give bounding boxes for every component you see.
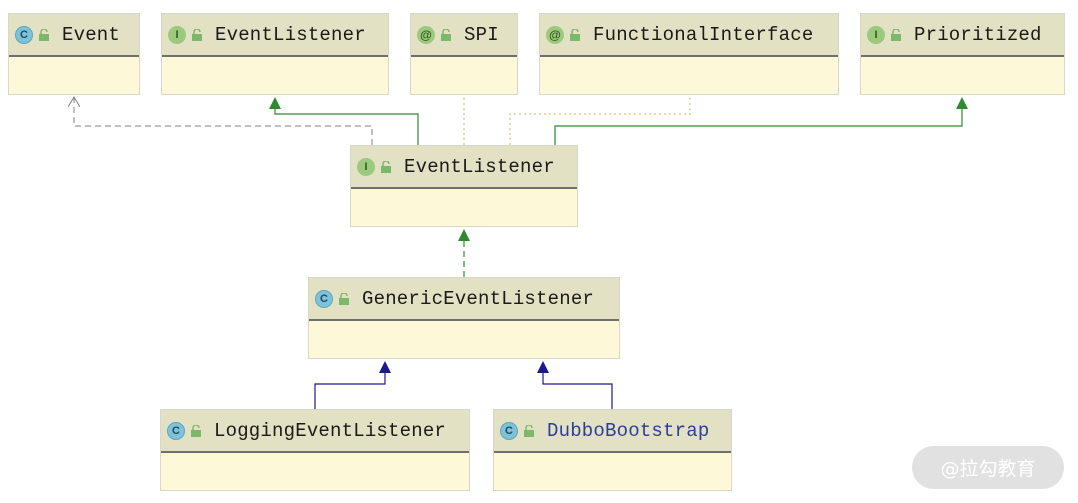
node-functionalinterface[interactable]: @ FunctionalInterface: [539, 13, 839, 95]
node-prioritized[interactable]: I Prioritized: [860, 13, 1065, 95]
node-name: EventListener: [215, 23, 366, 46]
class-icon: C: [500, 421, 518, 440]
node-name: SPI: [464, 23, 499, 46]
node-header: @ FunctionalInterface: [540, 14, 838, 57]
class-icon: C: [315, 289, 333, 308]
annotation-icon: @: [417, 25, 435, 44]
node-name: EventListener: [404, 155, 555, 178]
node-name: Event: [62, 23, 121, 46]
node-header: C LoggingEventListener: [161, 410, 469, 453]
unlocked-icon: [191, 424, 201, 437]
node-header: C GenericEventListener: [309, 278, 619, 321]
edge-eventlistener-to-super-eventlistener: [269, 97, 419, 145]
node-eventlistener-super[interactable]: I EventListener: [161, 13, 389, 95]
edge-eventlistener-to-event: [74, 97, 373, 145]
node-loggingeventlistener[interactable]: C LoggingEventListener: [160, 409, 470, 491]
node-name: DubboBootstrap: [547, 419, 710, 442]
interface-icon: I: [357, 157, 375, 176]
interface-icon: I: [867, 25, 885, 44]
node-name: GenericEventListener: [362, 287, 595, 310]
edge-logging-to-generic: [314, 361, 391, 409]
node-header: C Event: [9, 14, 139, 57]
class-icon: C: [167, 421, 185, 440]
node-header: I EventListener: [351, 146, 577, 189]
watermark: @拉勾教育: [912, 446, 1064, 489]
node-dubbobootstrap[interactable]: C DubboBootstrap: [493, 409, 732, 491]
node-header: I EventListener: [162, 14, 388, 57]
node-name: LoggingEventListener: [214, 419, 447, 442]
node-name: Prioritized: [914, 23, 1042, 46]
unlocked-icon: [192, 28, 202, 41]
class-icon: C: [15, 25, 33, 44]
node-spi[interactable]: @ SPI: [410, 13, 518, 95]
edge-eventlistener-to-prioritized: [554, 97, 968, 145]
node-genericeventlistener[interactable]: C GenericEventListener: [308, 277, 620, 359]
unlocked-icon: [524, 424, 534, 437]
node-name: FunctionalInterface: [593, 23, 814, 46]
edge-eventlistener-to-functionalinterface: [509, 97, 691, 145]
unlocked-icon: [441, 28, 451, 41]
unlocked-icon: [570, 28, 580, 41]
node-header: I Prioritized: [861, 14, 1064, 57]
annotation-icon: @: [546, 25, 564, 44]
unlocked-icon: [891, 28, 901, 41]
node-event[interactable]: C Event: [8, 13, 140, 95]
node-header: @ SPI: [411, 14, 517, 57]
edge-dubbobootstrap-to-generic: [537, 361, 613, 409]
unlocked-icon: [339, 292, 349, 305]
node-eventlistener[interactable]: I EventListener: [350, 145, 578, 227]
node-header: C DubboBootstrap: [494, 410, 731, 453]
unlocked-icon: [39, 28, 49, 41]
unlocked-icon: [381, 160, 391, 173]
interface-icon: I: [168, 25, 186, 44]
